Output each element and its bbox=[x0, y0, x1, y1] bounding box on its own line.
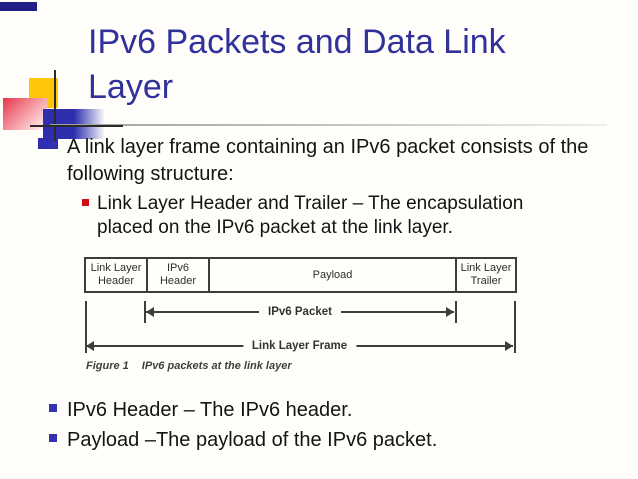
cell-label: Payload bbox=[312, 268, 353, 281]
frame-extent-tick-left bbox=[85, 301, 87, 353]
title-underline-rule bbox=[50, 124, 607, 126]
bullet-text: IPv6 Header – The IPv6 header. bbox=[67, 399, 353, 421]
bullet-text: Payload –The payload of the IPv6 packet. bbox=[67, 429, 438, 451]
bullet-item: IPv6 Header – The IPv6 header. bbox=[49, 397, 589, 423]
bullet-item: Payload –The payload of the IPv6 packet. bbox=[49, 427, 589, 453]
blue-square-bullet-icon bbox=[49, 404, 57, 412]
vertical-crossing-line bbox=[54, 70, 56, 149]
top-left-navy-bar bbox=[0, 2, 37, 11]
red-square-bullet-icon bbox=[82, 199, 89, 206]
cell-payload: Payload bbox=[208, 259, 455, 291]
frame-extent-tick-right bbox=[514, 301, 516, 353]
sub-bullet-item: Link Layer Header and Trailer – The enca… bbox=[82, 192, 564, 240]
cell-link-layer-header: Link Layer Header bbox=[86, 259, 146, 291]
cell-link-layer-trailer: Link Layer Trailer bbox=[455, 259, 515, 291]
cell-label: IPv6 Header bbox=[159, 262, 197, 287]
link-layer-frame-dimension-arrow: Link Layer Frame bbox=[86, 340, 513, 352]
figure-caption-number: Figure 1 bbox=[86, 360, 129, 372]
bullet-item: A link layer frame containing an IPv6 pa… bbox=[49, 134, 605, 187]
packet-extent-tick-right bbox=[455, 301, 457, 323]
blue-square-bullet-icon bbox=[49, 434, 57, 442]
slide-title: IPv6 Packets and Data Link Layer bbox=[88, 23, 506, 106]
red-gradient-square-decoration bbox=[3, 98, 47, 130]
packet-extent-tick-left bbox=[144, 301, 146, 323]
blue-step-square-decoration bbox=[38, 138, 58, 149]
cell-ipv6-header: IPv6 Header bbox=[146, 259, 208, 291]
cell-label: Link Layer Header bbox=[90, 262, 142, 287]
arrow-label: Link Layer Frame bbox=[242, 340, 357, 352]
bullet-text: Link Layer Header and Trailer – The enca… bbox=[97, 193, 524, 238]
figure-caption-text: IPv6 packets at the link layer bbox=[141, 360, 292, 372]
frame-structure-box: Link Layer Header IPv6 Header Payload Li… bbox=[84, 257, 517, 293]
cell-label: Link Layer Trailer bbox=[460, 262, 512, 287]
horizontal-crossing-line bbox=[30, 125, 123, 127]
figure-caption: Figure 1 IPv6 packets at the link layer bbox=[86, 360, 292, 372]
ipv6-packet-dimension-arrow: IPv6 Packet bbox=[146, 306, 454, 318]
blue-square-bullet-icon bbox=[49, 141, 57, 149]
link-layer-frame-figure: Link Layer Header IPv6 Header Payload Li… bbox=[84, 257, 517, 382]
bullet-text: A link layer frame containing an IPv6 pa… bbox=[67, 136, 589, 185]
arrow-label: IPv6 Packet bbox=[259, 306, 341, 318]
